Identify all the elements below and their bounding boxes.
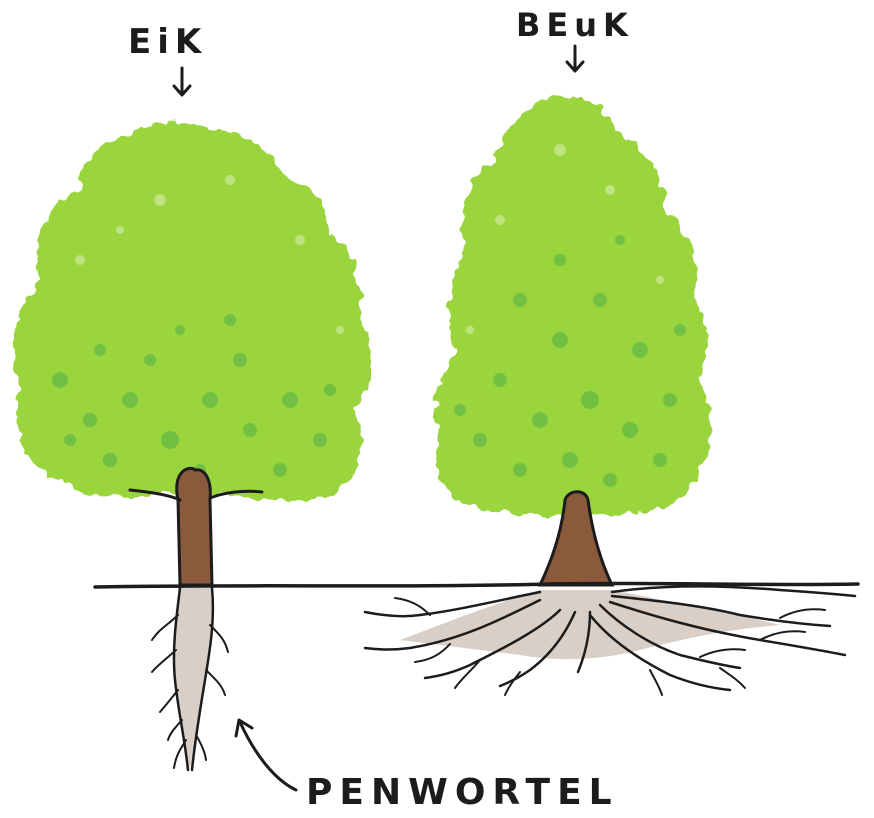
oak-label: EiK — [128, 22, 207, 62]
beech-label: BEuK — [516, 6, 634, 44]
taproot-label: PENWORTEL — [306, 772, 619, 813]
arrow-down-icon — [174, 68, 190, 95]
oak-taproot — [152, 588, 228, 770]
curved-arrow-icon — [236, 720, 296, 790]
oak-tree — [14, 122, 369, 770]
beech-roots — [365, 586, 855, 695]
arrow-down-icon — [567, 46, 583, 71]
oak-trunk — [177, 468, 212, 585]
beech-tree — [365, 95, 855, 695]
